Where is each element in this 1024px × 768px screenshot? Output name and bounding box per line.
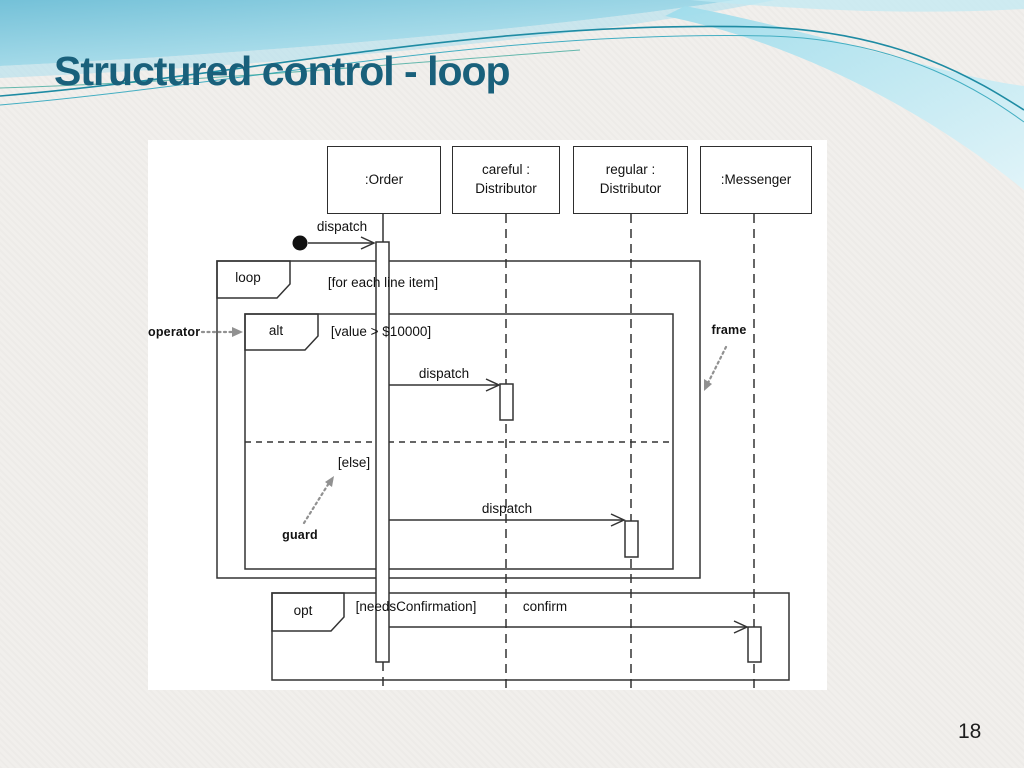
diagram-panel: :Order careful : Distributor regular : D… xyxy=(148,140,827,690)
frame-annotation-label: frame xyxy=(711,323,747,337)
lifeline-head-messenger: :Messenger xyxy=(700,146,812,214)
loop-frame-pentagon xyxy=(216,260,291,299)
guard-annotation-arrowhead xyxy=(325,476,334,487)
guard-annotation-line xyxy=(302,481,331,525)
found-message-circle xyxy=(292,235,308,251)
activation-order xyxy=(375,241,390,663)
dispatch-careful-label: dispatch xyxy=(418,366,470,381)
alt-operator-label: alt xyxy=(268,323,284,338)
lifeline-head-regular-label1: regular : xyxy=(605,162,656,178)
loop-guard-label: [for each line item] xyxy=(327,275,439,290)
lifeline-head-careful-label1: careful : xyxy=(481,162,531,178)
found-message-label: dispatch xyxy=(316,219,368,234)
sequence-diagram-drawing xyxy=(200,214,790,690)
loop-operator-label: loop xyxy=(235,270,261,285)
alt-guard-label: [value > $10000] xyxy=(330,324,432,339)
loop-frame-rect xyxy=(216,260,701,579)
guard-annotation-label: guard xyxy=(282,528,318,542)
lifeline-head-regular: regular : Distributor xyxy=(573,146,688,214)
opt-frame-rect xyxy=(271,592,790,681)
alt-else-guard-label: [else] xyxy=(337,455,371,470)
activation-careful xyxy=(499,383,514,421)
operator-annotation-label: operator xyxy=(148,325,201,339)
page-number: 18 xyxy=(958,720,982,743)
found-message-arrowhead xyxy=(360,236,376,250)
dispatch-regular-label: dispatch xyxy=(481,501,533,516)
frame-annotation-line xyxy=(705,345,728,387)
lifeline-head-careful: careful : Distributor xyxy=(452,146,560,214)
slide-title: Structured control - loop xyxy=(54,48,511,94)
activation-messenger xyxy=(747,626,762,663)
dispatch-careful-arrowhead xyxy=(485,378,501,392)
dispatch-regular-arrowhead xyxy=(610,513,626,527)
lifeline-head-messenger-label: :Messenger xyxy=(720,171,792,187)
opt-operator-label: opt xyxy=(293,603,313,618)
wave-top-strip xyxy=(690,0,1024,12)
lifeline-head-order-label: :Order xyxy=(364,171,404,187)
opt-frame-pentagon xyxy=(271,592,345,632)
alt-frame-pentagon xyxy=(244,313,319,351)
confirm-message-label: confirm xyxy=(522,599,568,614)
lifeline-head-order: :Order xyxy=(327,146,441,214)
lifeline-head-regular-label2: Distributor xyxy=(599,181,662,196)
operator-annotation-arrowhead xyxy=(232,327,243,337)
confirm-arrowhead xyxy=(733,620,749,634)
activation-regular xyxy=(624,520,639,558)
lifeline-head-careful-label2: Distributor xyxy=(475,181,537,196)
frame-annotation-arrowhead xyxy=(704,379,712,391)
opt-guard-label: [needsConfirmation] xyxy=(355,599,477,614)
